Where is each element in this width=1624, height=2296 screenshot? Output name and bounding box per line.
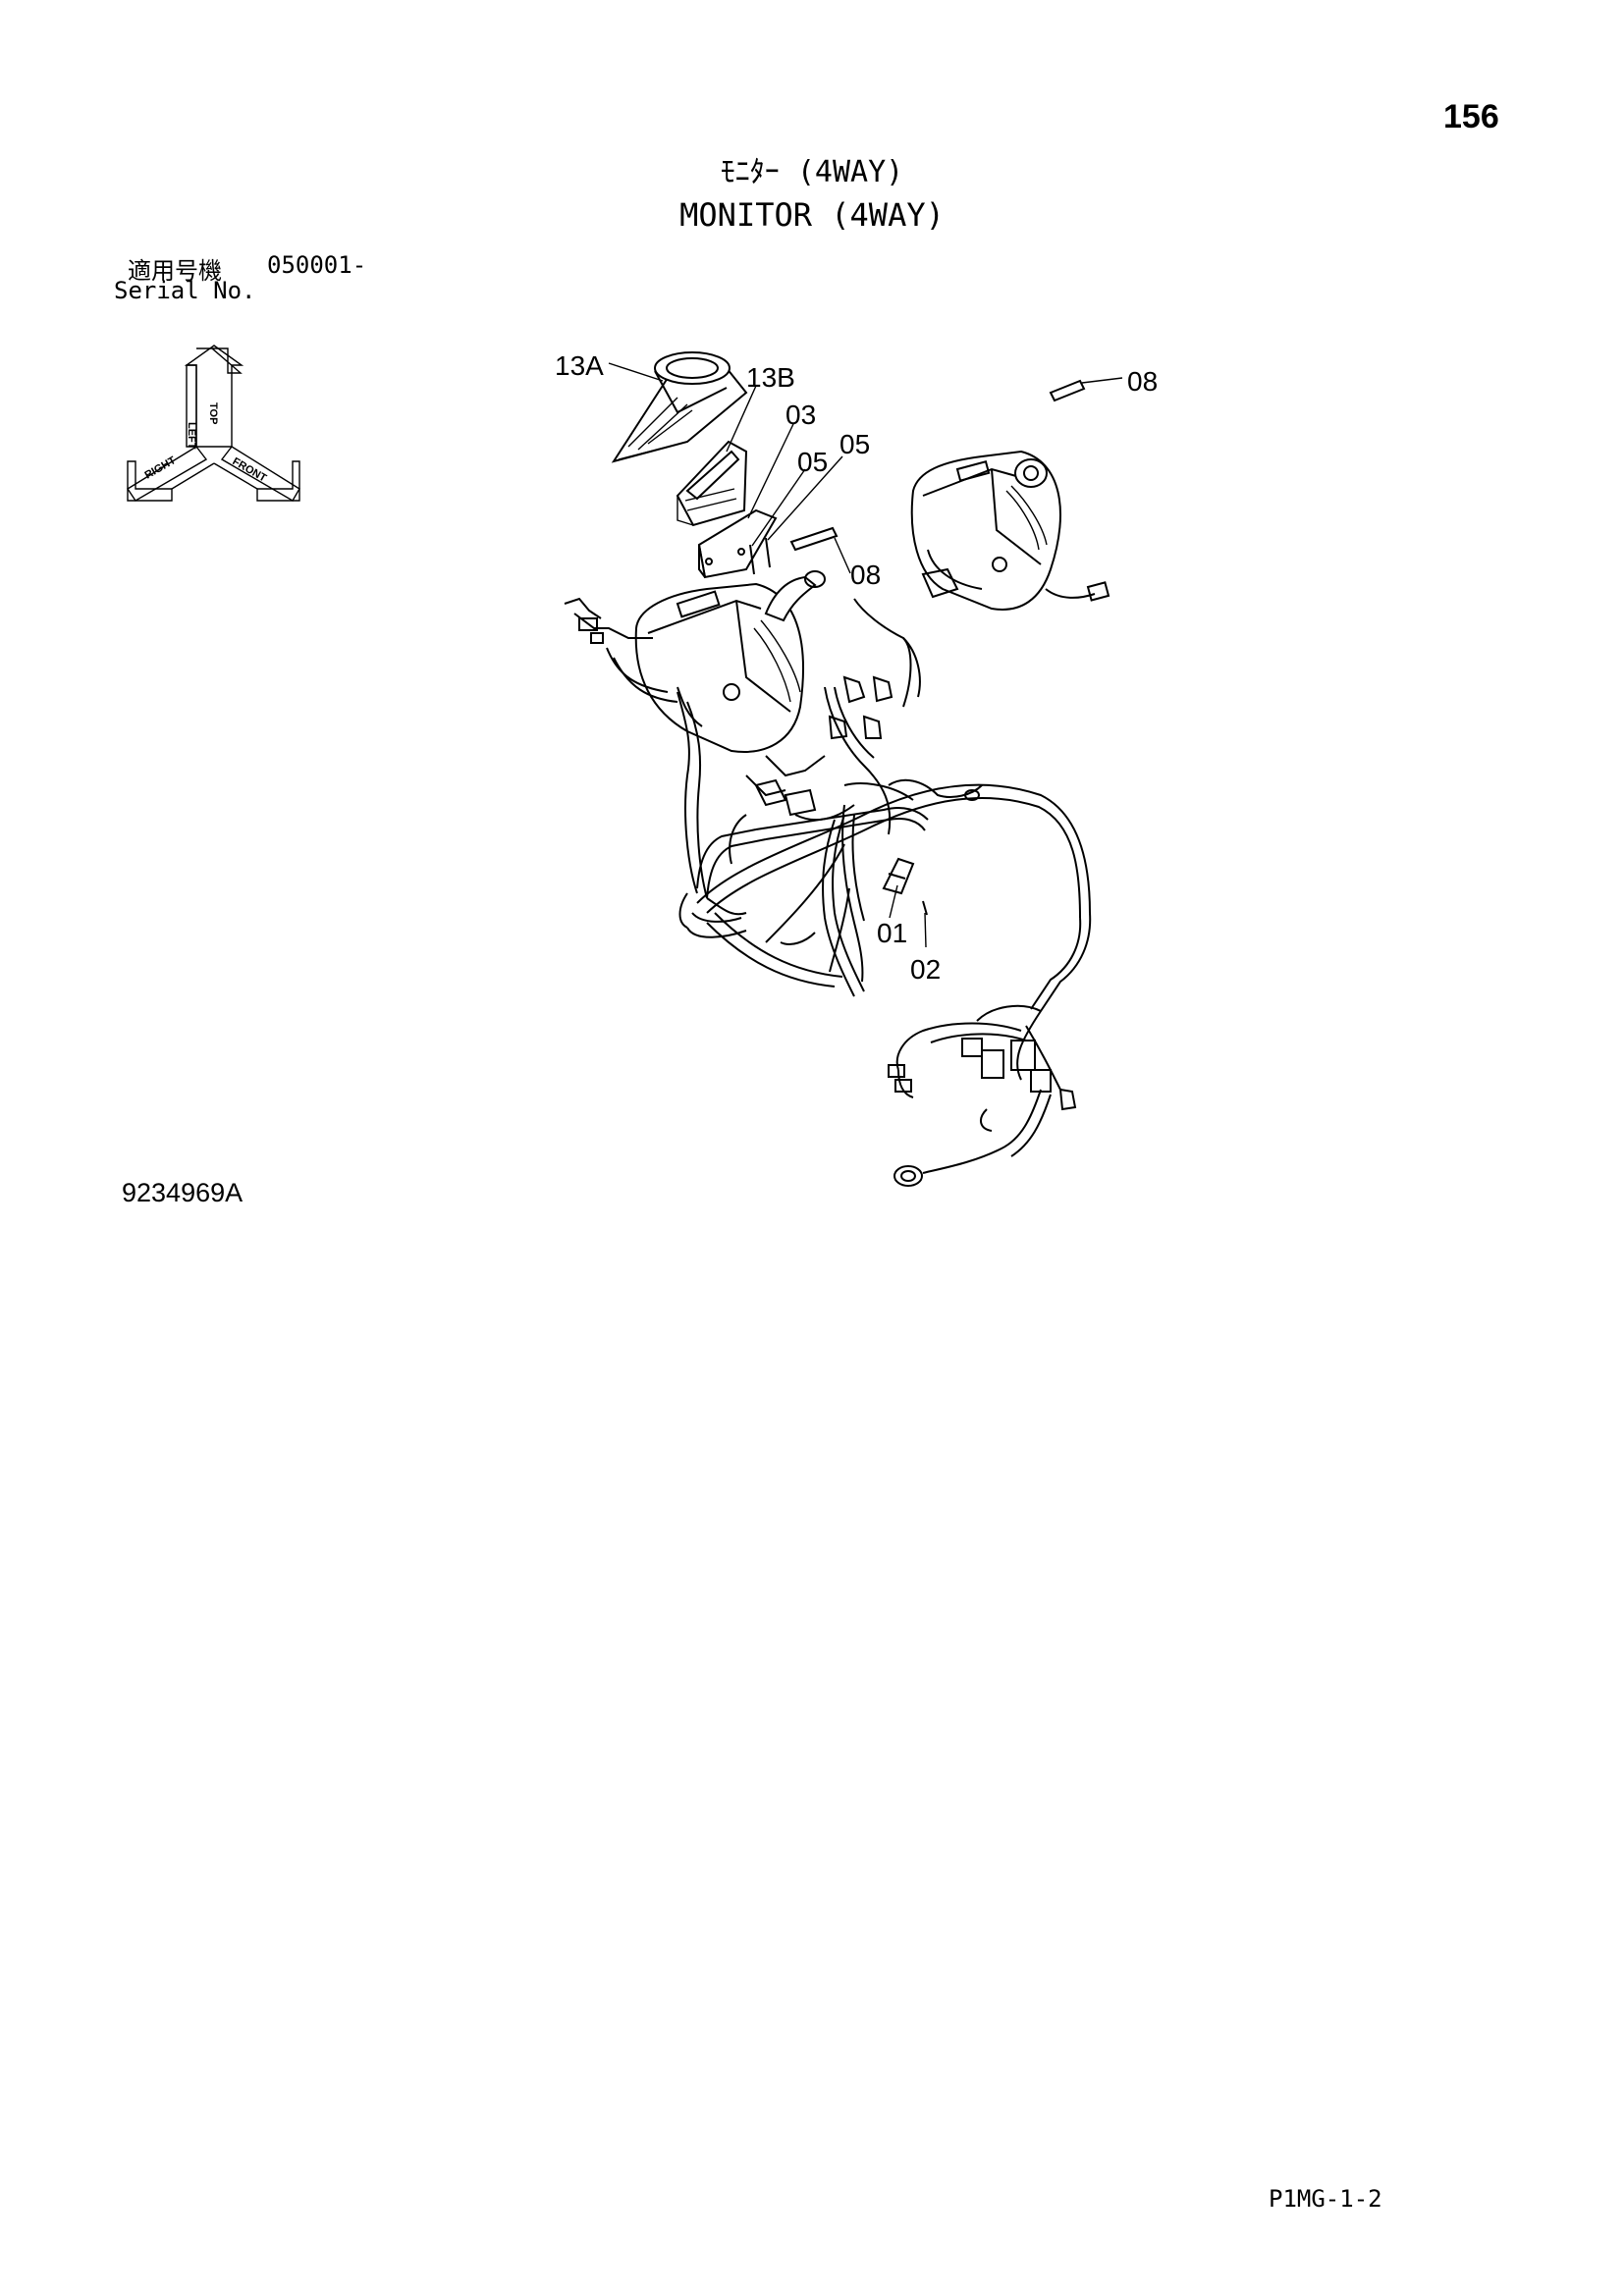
label-08-top <box>1049 379 1086 402</box>
serial-label-english: Serial No. <box>114 277 256 304</box>
document-code: P1MG-1-2 <box>1269 2185 1382 2213</box>
orientation-front-label: FRONT <box>231 455 269 484</box>
bolt-05a <box>749 544 755 575</box>
callout-05-right: 05 <box>839 429 870 459</box>
orientation-indicator: TOP LEFT RIGHT FRONT <box>127 345 300 502</box>
callout-03: 03 <box>785 400 816 430</box>
leader-lines <box>608 362 1123 948</box>
orientation-right-label: RIGHT <box>143 454 179 482</box>
callout-01: 01 <box>877 918 907 948</box>
serial-label-japanese: 適用号機 <box>128 257 222 285</box>
label-08-mid <box>789 526 839 552</box>
bolt-02 <box>922 900 928 916</box>
callout-13a: 13A <box>555 350 604 381</box>
monitor-unit-13b <box>676 440 748 527</box>
title-japanese: ﾓﾆﾀｰ (4WAY) <box>720 155 904 189</box>
serial-value: 050001- <box>267 251 367 279</box>
callout-08-mid: 08 <box>850 560 881 590</box>
orientation-top-label: TOP <box>207 402 219 424</box>
monitor-bracket-03 <box>697 508 778 579</box>
orientation-left-label: LEFT <box>186 422 197 450</box>
monitor-cover-13a <box>611 351 748 463</box>
callout-08-top: 08 <box>1127 366 1158 397</box>
right-console <box>910 450 1110 611</box>
bolt-05b <box>765 537 771 568</box>
callout-02: 02 <box>910 954 941 985</box>
drawing-number: 9234969A <box>122 1178 244 1207</box>
callout-05-left: 05 <box>797 447 828 477</box>
bracket-01 <box>882 857 915 895</box>
wire-harness <box>564 597 1092 1091</box>
lower-connectors <box>888 1022 1077 1187</box>
callout-13b: 13B <box>746 362 795 393</box>
seat-frame <box>686 807 929 997</box>
title-english: MONITOR (4WAY) <box>679 196 945 234</box>
page-number: 156 <box>1443 98 1499 135</box>
left-console <box>634 570 826 753</box>
